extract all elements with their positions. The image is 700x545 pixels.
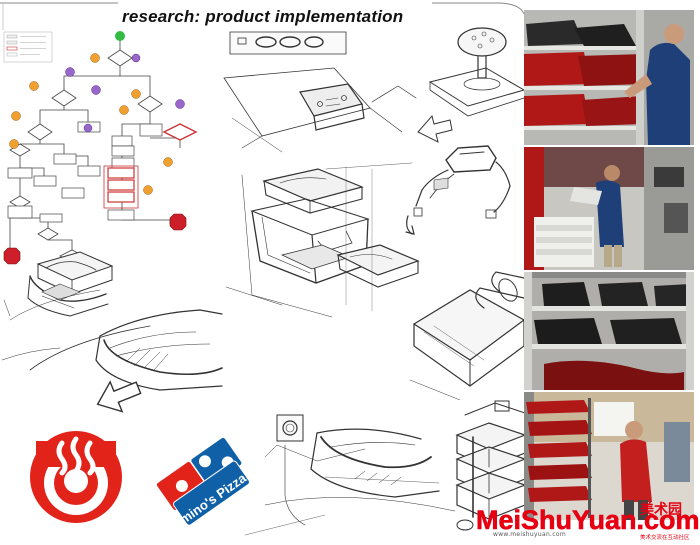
photo-worker-rack: [524, 392, 694, 520]
page-title: research: product implementation: [122, 7, 404, 26]
watermark-cn-sub: 美术交流在互动社区: [640, 535, 690, 541]
photo-empty-shelves: [524, 272, 694, 390]
flow-start-node: [115, 31, 125, 41]
process-flowchart: [3, 31, 198, 265]
watermark-main: MeiShuYuan.com: [476, 505, 700, 536]
dominos-logo-icon: Domino's Pizza: [155, 436, 250, 535]
watermark-url: www.meishuyuan.com: [493, 531, 566, 538]
machine-sketch-top: [223, 31, 417, 153]
photo-worker-loading: [524, 147, 694, 270]
watermark-cn: 美术园: [640, 502, 682, 518]
holder-sketch-center: [225, 162, 420, 318]
detail-sketch-bottom: [244, 400, 525, 536]
steam-logo-icon: [30, 431, 122, 523]
carrier-sketch-right: [405, 27, 525, 400]
photo-shelf-red-bags: [524, 10, 694, 145]
bag-sketch-left: [1, 251, 223, 413]
